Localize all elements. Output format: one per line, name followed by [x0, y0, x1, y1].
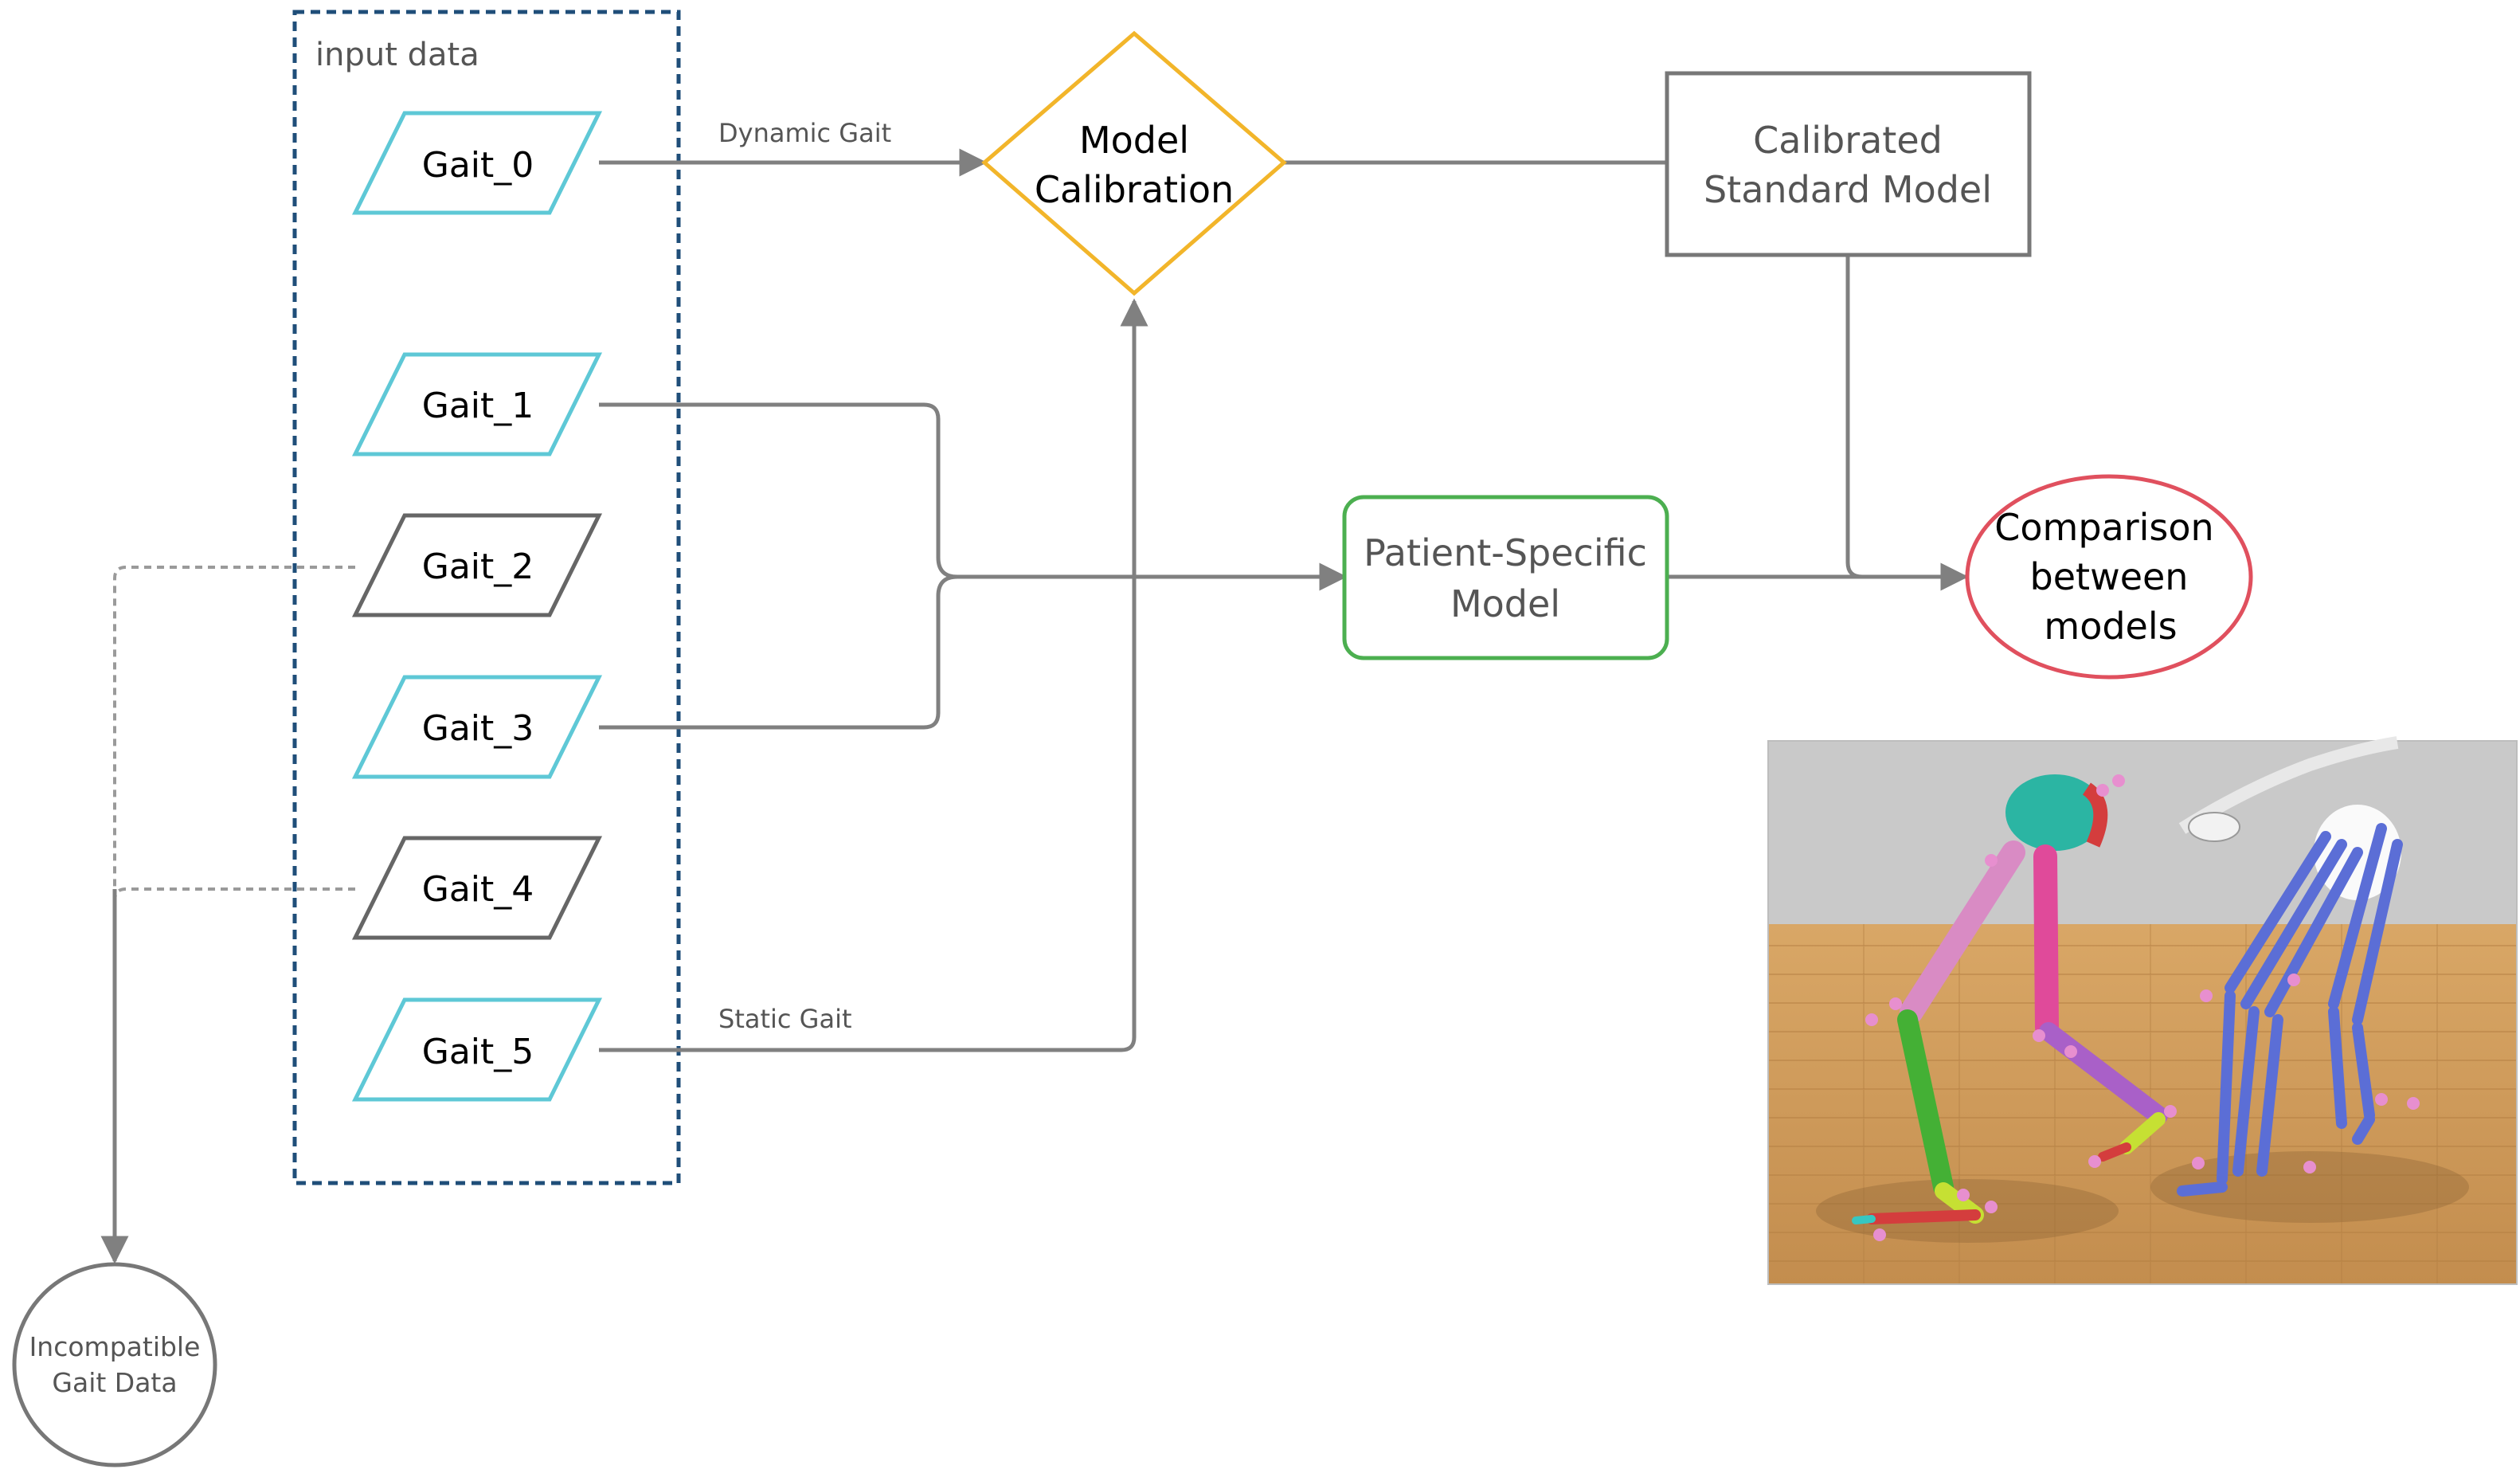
calibrated-line-2: Standard Model	[1704, 168, 1992, 211]
patient-specific-model-node: Patient-Specific Model	[1342, 495, 1669, 660]
input-data-group	[292, 10, 681, 1185]
calibrated-standard-model-node: Calibrated Standard Model	[1665, 71, 2032, 257]
input-data-label: input data	[315, 37, 479, 73]
calibration-line-1: Model	[1079, 119, 1189, 162]
edge-gait3-merge	[599, 574, 958, 730]
musculoskeletal-model-render	[1767, 736, 2518, 1285]
input-gait-3: Gait_3	[351, 675, 603, 779]
comparison-line-1: Comparison	[1994, 506, 2213, 549]
input-gait-1: Gait_1	[351, 352, 603, 456]
patient-line-1: Patient-Specific	[1364, 531, 1647, 574]
comparison-node: Comparison between models	[1965, 474, 2253, 680]
input-gait-0: Gait_0	[351, 111, 603, 215]
model-calibration-node: Model Calibration	[981, 30, 1287, 296]
patient-line-2: Model	[1450, 582, 1560, 625]
edge-gait4-incompatible	[113, 887, 355, 901]
edge-gait5-calibration	[599, 298, 1148, 1052]
input-gait-0-label: Gait_0	[422, 145, 534, 186]
input-gait-5-label: Gait_5	[422, 1032, 534, 1072]
calibrated-line-1: Calibrated	[1753, 119, 1943, 162]
edge-label-dynamic: Dynamic Gait	[718, 118, 891, 148]
input-gait-4: Gait_4	[351, 836, 603, 940]
colored-skeleton	[1852, 774, 2177, 1241]
incompatible-line-1: Incompatible	[29, 1331, 201, 1362]
calibration-line-2: Calibration	[1035, 168, 1234, 211]
input-gait-2: Gait_2	[351, 513, 603, 617]
comparison-line-2: between	[2030, 555, 2189, 598]
edge-standard-comparison	[1845, 255, 1863, 579]
input-gait-5: Gait_5	[351, 997, 603, 1102]
incompatible-gait-data-node: Incompatible Gait Data	[12, 1262, 217, 1467]
input-gait-1-label: Gait_1	[422, 386, 534, 426]
input-gait-3-label: Gait_3	[422, 708, 534, 749]
comparison-line-3: models	[2044, 605, 2177, 648]
input-gait-4-label: Gait_4	[422, 869, 534, 910]
edge-gait2-incompatible	[113, 566, 355, 897]
edge-label-static: Static Gait	[718, 1004, 852, 1034]
input-gait-2-label: Gait_2	[422, 547, 534, 587]
incompatible-line-2: Gait Data	[52, 1367, 177, 1398]
edge-gait1-merge	[599, 402, 958, 579]
muscle-skeleton	[2177, 736, 2420, 1197]
